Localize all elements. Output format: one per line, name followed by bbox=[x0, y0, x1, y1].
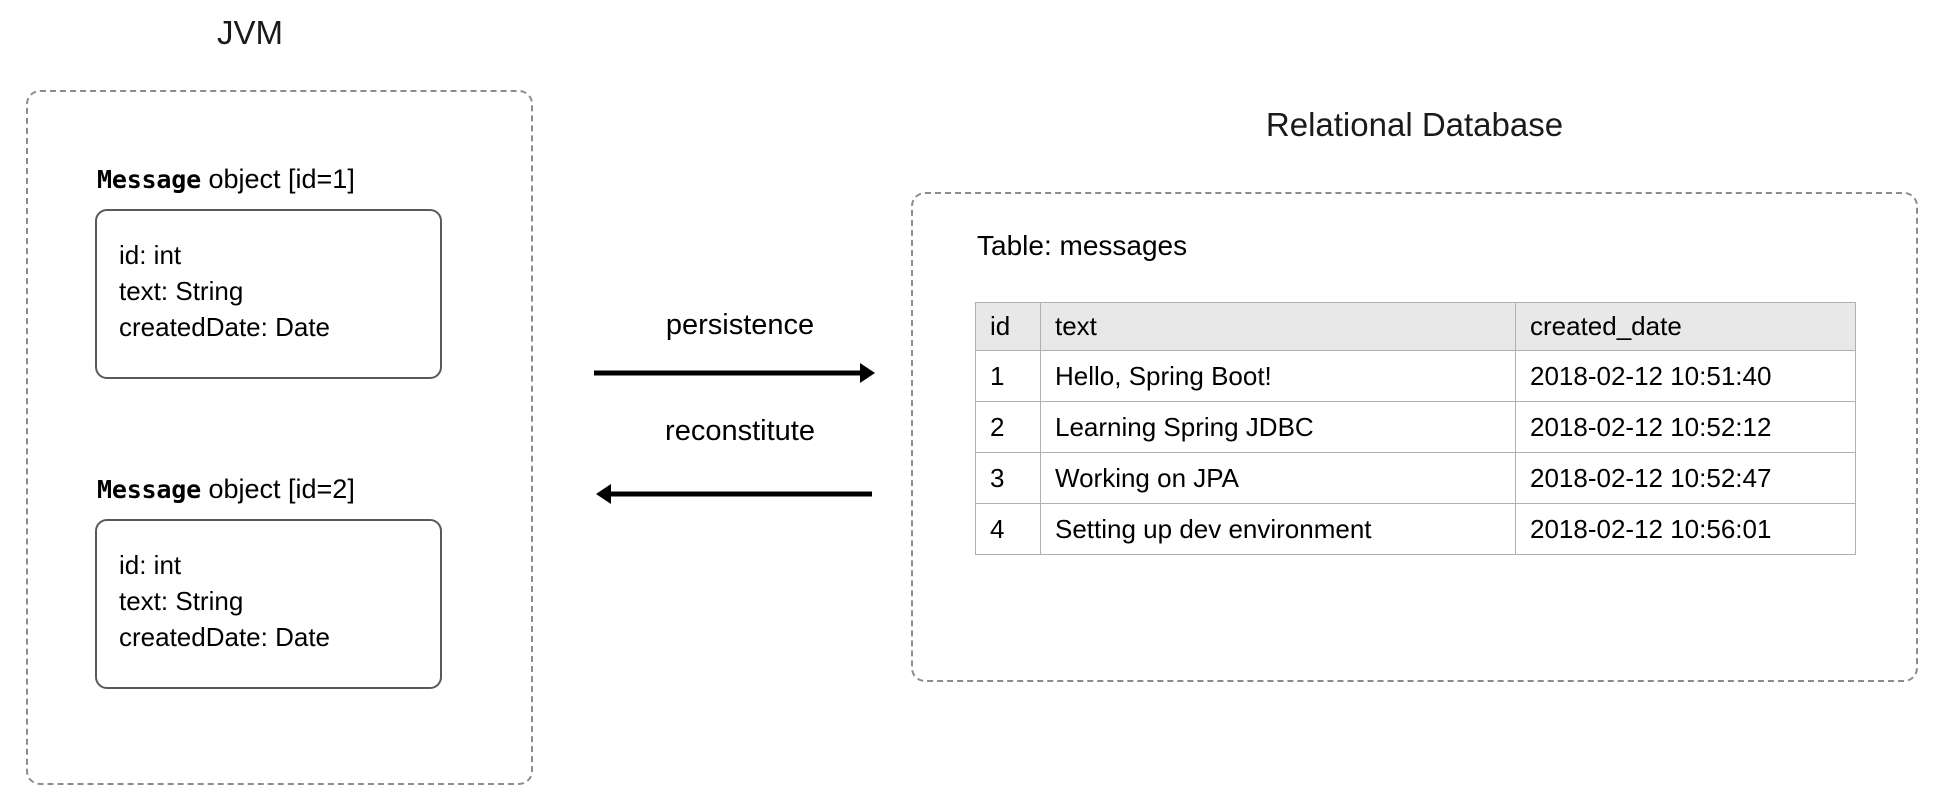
cell-created-date: 2018-02-12 10:56:01 bbox=[1515, 503, 1856, 555]
cell-id: 4 bbox=[975, 503, 1041, 555]
persistence-arrow-icon bbox=[594, 363, 875, 383]
message-object-1-id-suffix: object [id=1] bbox=[200, 164, 355, 194]
table-caption: Table: messages bbox=[977, 230, 1188, 261]
field-text: text: String bbox=[119, 276, 244, 307]
table-row: 3 Working on JPA 2018-02-12 10:52:47 bbox=[975, 452, 1856, 504]
relational-database-title: Relational Database bbox=[1265, 106, 1564, 143]
cell-created-date: 2018-02-12 10:52:12 bbox=[1515, 401, 1856, 453]
table-row: 2 Learning Spring JDBC 2018-02-12 10:52:… bbox=[975, 401, 1856, 453]
cell-created-date: 2018-02-12 10:52:47 bbox=[1515, 452, 1856, 504]
message-object-1-card: id: int text: String createdDate: Date bbox=[95, 209, 442, 380]
field-text: text: String bbox=[119, 586, 244, 617]
message-object-2-caption: Message object [id=2] bbox=[95, 473, 445, 505]
message-object-2-card: id: int text: String createdDate: Date bbox=[95, 519, 442, 690]
jvm-title: JVM bbox=[217, 14, 283, 51]
field-created-date: createdDate: Date bbox=[119, 622, 331, 653]
relational-database-container bbox=[911, 192, 1918, 682]
reconstitute-arrow-label: reconstitute bbox=[665, 415, 815, 447]
arrows-group bbox=[594, 363, 875, 504]
cell-text: Setting up dev environment bbox=[1040, 503, 1516, 555]
field-created-date: createdDate: Date bbox=[119, 312, 331, 343]
message-object-2-id-suffix: object [id=2] bbox=[200, 474, 355, 504]
cell-id: 3 bbox=[975, 452, 1041, 504]
cell-text: Working on JPA bbox=[1040, 452, 1516, 504]
message-class-name-2: Message bbox=[97, 475, 201, 504]
message-class-name-1: Message bbox=[97, 165, 201, 194]
message-object-1-caption: Message object [id=1] bbox=[95, 163, 445, 195]
column-header-id: id bbox=[975, 302, 1041, 351]
table-row: 4 Setting up dev environment 2018-02-12 … bbox=[975, 503, 1856, 555]
column-header-text: text bbox=[1040, 302, 1516, 351]
field-id: id: int bbox=[119, 240, 182, 271]
cell-text: Learning Spring JDBC bbox=[1040, 401, 1516, 453]
field-id: id: int bbox=[119, 550, 182, 581]
messages-table: id text created_date 1 Hello, Spring Boo… bbox=[975, 302, 1856, 555]
cell-id: 2 bbox=[975, 401, 1041, 453]
message-object-1: Message object [id=1] id: int text: Stri… bbox=[95, 163, 445, 380]
message-object-2: Message object [id=2] id: int text: Stri… bbox=[95, 473, 445, 690]
table-row: 1 Hello, Spring Boot! 2018-02-12 10:51:4… bbox=[975, 350, 1856, 402]
persistence-arrow-label: persistence bbox=[665, 309, 815, 341]
table-header-row: id text created_date bbox=[975, 302, 1856, 351]
reconstitute-arrow-icon bbox=[596, 484, 872, 504]
column-header-created-date: created_date bbox=[1515, 302, 1856, 351]
cell-id: 1 bbox=[975, 350, 1041, 402]
jvm-container bbox=[26, 90, 533, 785]
cell-created-date: 2018-02-12 10:51:40 bbox=[1515, 350, 1856, 402]
cell-text: Hello, Spring Boot! bbox=[1040, 350, 1516, 402]
